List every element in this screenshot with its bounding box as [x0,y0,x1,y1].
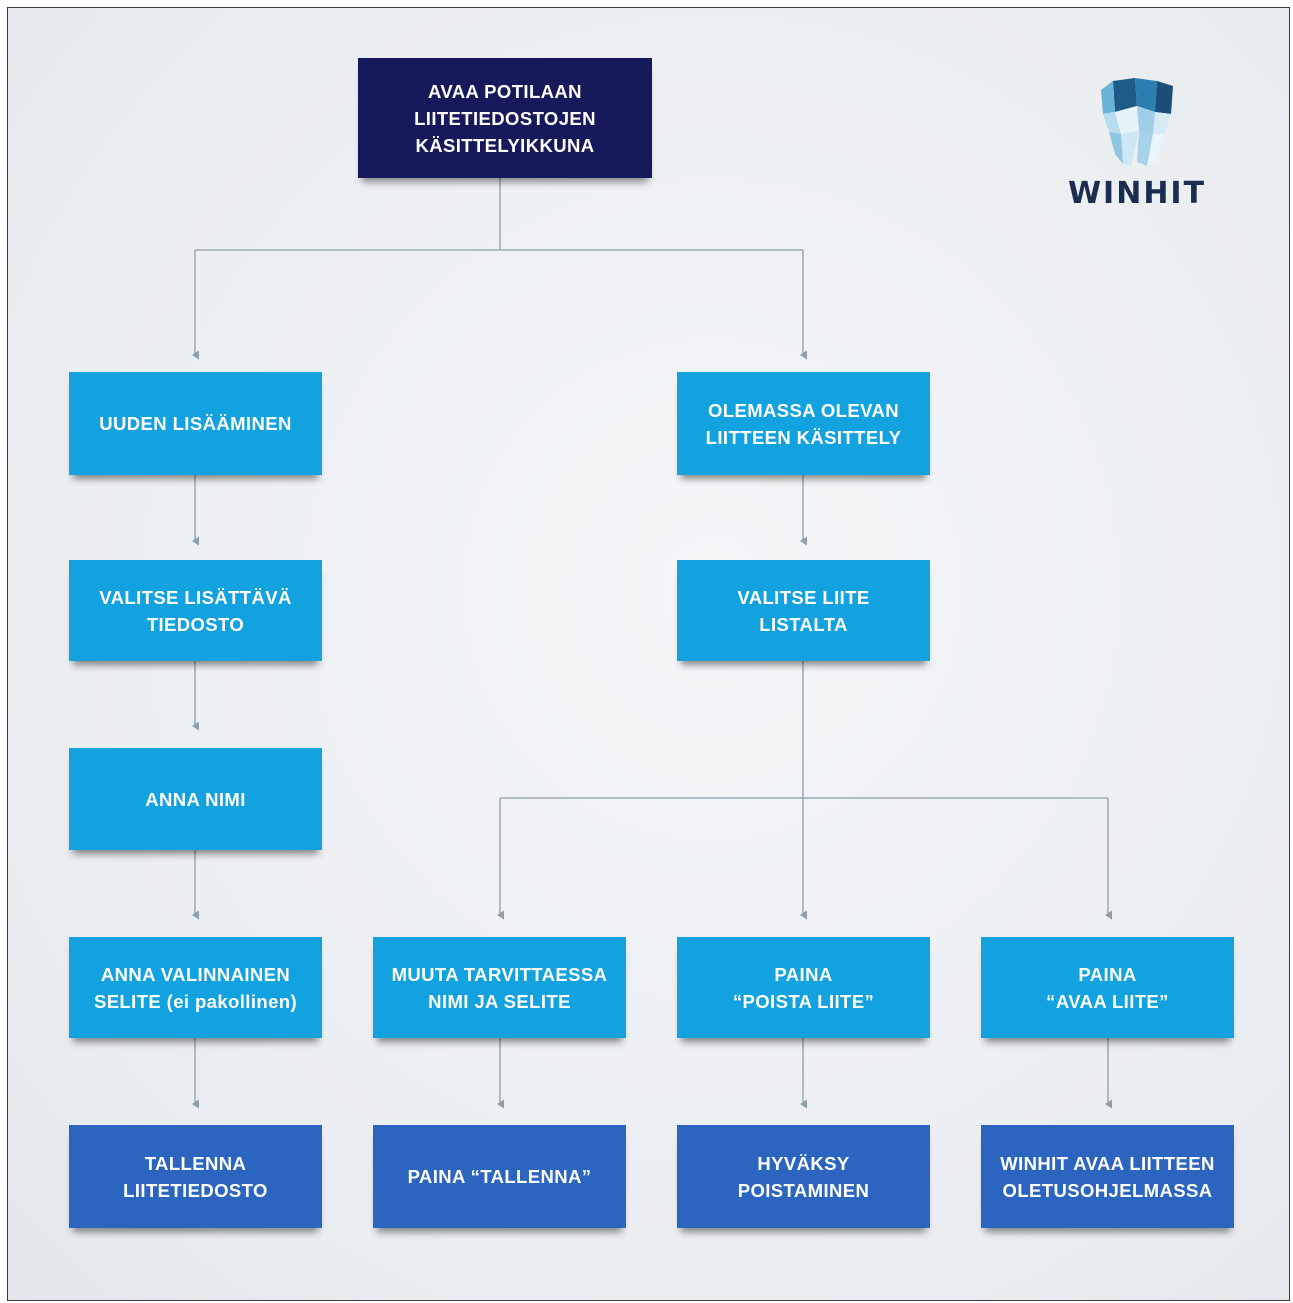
give-name-node: ANNA NIMI [69,748,322,850]
select-attachment-node: VALITSE LIITE LISTALTA [677,560,930,661]
tooth-icon [1101,78,1173,166]
winhit-logo: WINHIT [1052,76,1222,226]
existing-attachment-node: OLEMASSA OLEVAN LIITTEEN KÄSITTELY [677,372,930,475]
root-node: AVAA POTILAAN LIITETIEDOSTOJEN KÄSITTELY… [358,58,652,178]
press-delete-node: PAINA “POISTA LIITE” [677,937,930,1038]
logo-wordmark: WINHIT [1067,176,1207,211]
press-save-node: PAINA “TALLENNA” [373,1125,626,1228]
confirm-delete-node: HYVÄKSY POISTAMINEN [677,1125,930,1228]
select-file-node: VALITSE LISÄTTÄVÄ TIEDOSTO [69,560,322,661]
winhit-opens-node: WINHIT AVAA LIITTEEN OLETUSOHJELMASSA [981,1125,1234,1228]
connector-lines [192,178,1112,1109]
optional-description-node: ANNA VALINNAINEN SELITE (ei pakollinen) [69,937,322,1038]
press-open-node: PAINA “AVAA LIITE” [981,937,1234,1038]
add-new-node: UUDEN LISÄÄMINEN [69,372,322,475]
change-name-node: MUUTA TARVITTAESSA NIMI JA SELITE [373,937,626,1038]
connector-root-split [195,178,803,251]
connector-attachment-split [500,661,1108,799]
flowchart-canvas: AVAA POTILAAN LIITETIEDOSTOJEN KÄSITTELY… [7,7,1290,1301]
save-file-node: TALLENNA LIITETIEDOSTO [69,1125,322,1228]
